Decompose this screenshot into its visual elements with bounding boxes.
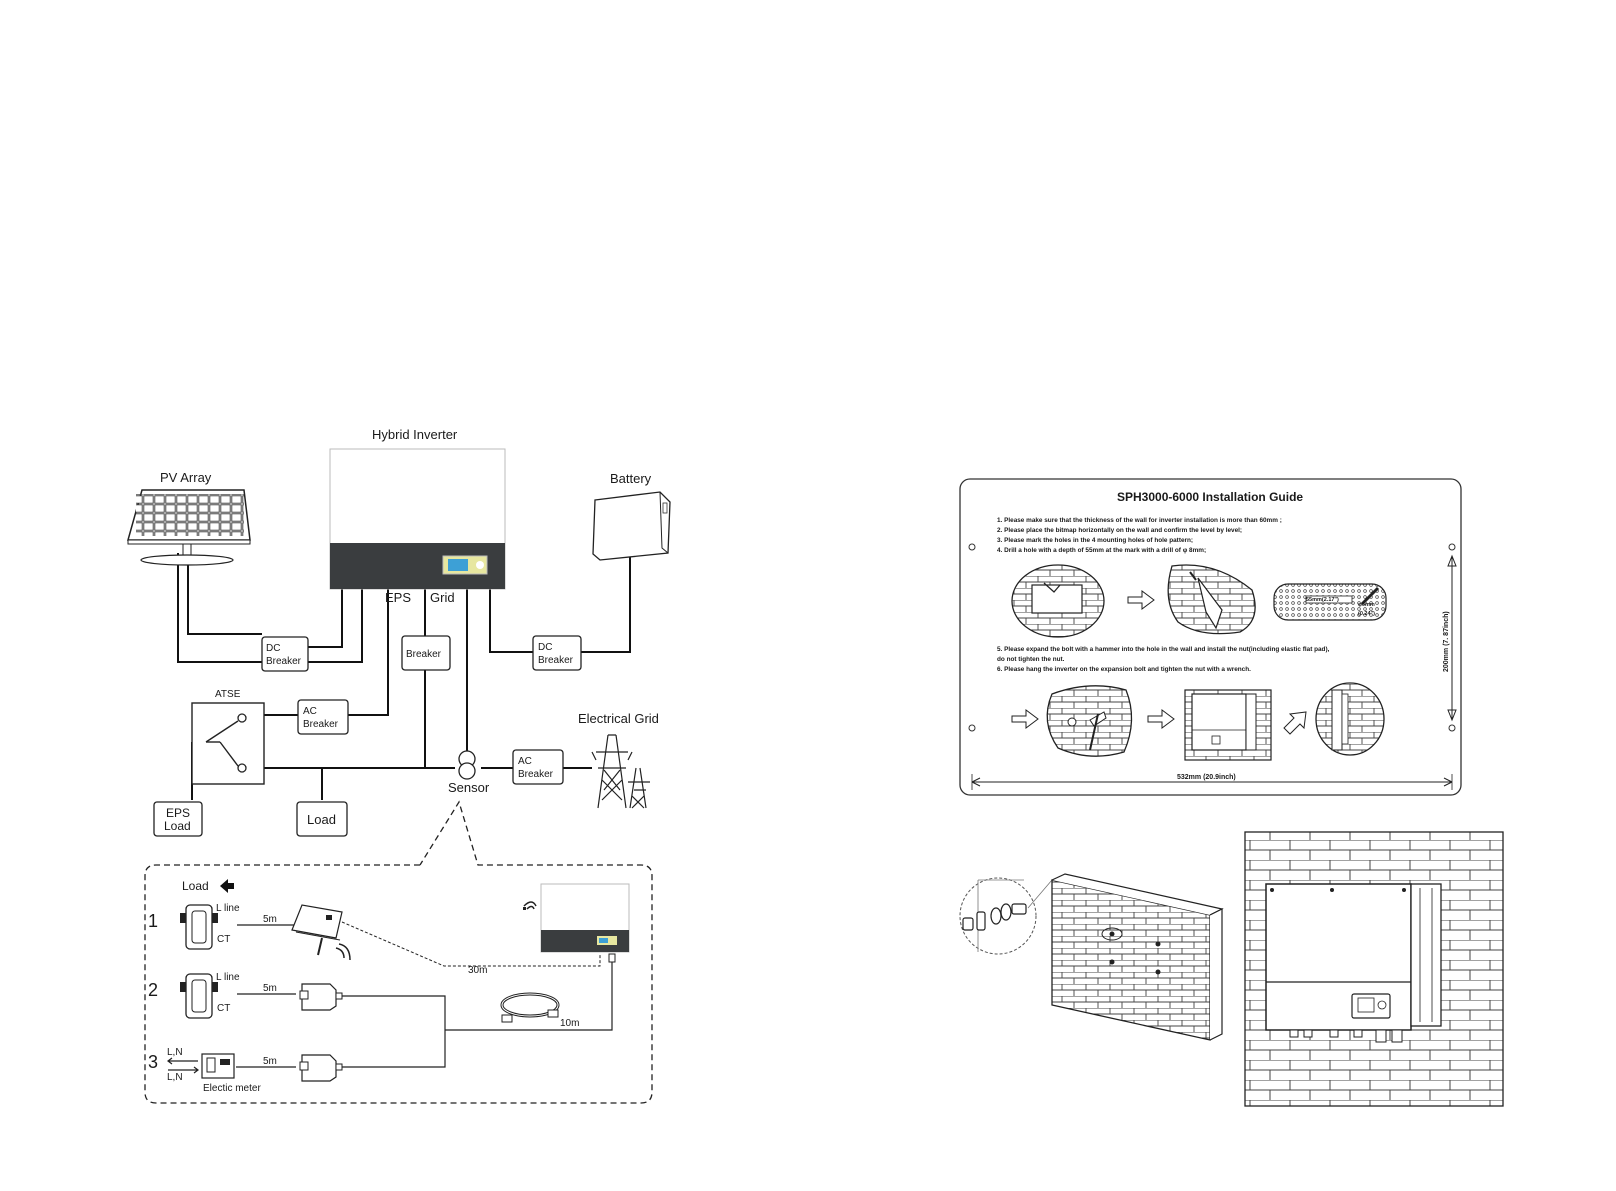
svg-text:Load: Load — [307, 812, 336, 827]
sensor-label: Sensor — [448, 780, 490, 795]
wireless-sensor-icon — [291, 904, 351, 961]
svg-text:CT: CT — [217, 1003, 230, 1014]
svg-text:AC: AC — [518, 756, 532, 767]
arrow-right-icon — [1147, 709, 1175, 729]
svg-text:EPS: EPS — [166, 806, 190, 820]
hybrid-inverter-label: Hybrid Inverter — [372, 427, 458, 442]
svg-text:200mm (7. 87inch): 200mm (7. 87inch) — [1443, 611, 1450, 672]
battery-icon — [592, 491, 671, 561]
svg-text:Electic meter: Electic meter — [203, 1083, 261, 1094]
step-drill-illustration — [1167, 564, 1256, 635]
svg-text:Breaker: Breaker — [406, 649, 442, 660]
svg-text:L,N: L,N — [167, 1047, 183, 1058]
svg-text:4. Drill a hole with a depth o: 4. Drill a hole with a depth of 55mm at … — [997, 547, 1206, 554]
svg-text:L,N: L,N — [167, 1072, 183, 1083]
sensor-detail-callout: Load 1 L line CT 5m 30m — [144, 800, 653, 1104]
svg-text:Breaker: Breaker — [538, 655, 574, 666]
step-hang-inverter-illustration — [1184, 689, 1272, 761]
grid-breaker: Breaker — [401, 635, 451, 671]
arrow-right-icon — [1011, 709, 1039, 729]
ac-breaker-eps: AC Breaker — [297, 699, 349, 735]
eps-port-label: EPS — [385, 590, 411, 605]
step-mark-holes-illustration — [1011, 564, 1105, 638]
mini-inverter-icon — [523, 883, 630, 963]
guide-title: SPH3000-6000 Installation Guide — [1117, 490, 1303, 504]
hybrid-inverter — [329, 448, 506, 590]
ct-clamp-2-icon — [180, 973, 218, 1019]
dc-breaker-right: DC Breaker — [532, 635, 582, 671]
ac-breaker-grid: AC Breaker — [512, 749, 564, 785]
eps-load-box: EPS Load — [153, 801, 203, 837]
svg-text:CT: CT — [217, 934, 230, 945]
svg-text:φ6mm: φ6mm — [1358, 602, 1375, 608]
wall-anchor-illustration — [959, 877, 1071, 955]
svg-text:DC: DC — [538, 642, 552, 653]
svg-text:5. Please expand the bolt with: 5. Please expand the bolt with a hammer … — [997, 646, 1330, 653]
svg-text:3. Please mark the holes in th: 3. Please mark the holes in the 4 mounti… — [997, 537, 1193, 544]
svg-text:L line: L line — [216, 903, 240, 914]
atse-label: ATSE — [215, 689, 241, 700]
pv-array-icon — [127, 489, 251, 566]
drilled-wall-illustration — [1051, 873, 1224, 1041]
ct-clamp-1-icon — [180, 904, 218, 950]
rs485-adapter-2-icon — [299, 983, 343, 1011]
arrow-left-icon — [220, 879, 234, 893]
height-dimension: 200mm (7. 87inch) — [1443, 554, 1457, 722]
network-cable-icon — [500, 992, 560, 1023]
mounting-holes — [968, 543, 1456, 732]
wires — [177, 542, 631, 800]
dc-breaker-left: DC Breaker — [261, 636, 309, 672]
svg-text:2. Please place the bitmap hor: 2. Please place the bitmap horizontally … — [997, 527, 1242, 534]
mounted-inverter-illustration — [1244, 831, 1504, 1107]
svg-text:55mm(2.17"): 55mm(2.17") — [1306, 597, 1339, 603]
svg-text:L line: L line — [216, 972, 240, 983]
system-wiring-diagram: Hybrid Inverter EPS Grid PV Array Batter… — [127, 427, 671, 837]
svg-text:(0.24"): (0.24") — [1358, 611, 1375, 617]
width-dimension: 532mm (20.9inch) — [971, 774, 1453, 790]
transmission-tower-icon — [591, 734, 650, 809]
installation-guide-template: SPH3000-6000 Installation Guide 1. Pleas… — [959, 478, 1462, 796]
svg-text:5m: 5m — [263, 983, 277, 994]
step-tighten-illustration — [1315, 682, 1385, 756]
sensor-icon — [458, 750, 476, 780]
battery-label: Battery — [610, 471, 652, 486]
svg-text:1. Please make sure that the t: 1. Please make sure that the thickness o… — [997, 517, 1282, 524]
svg-text:AC: AC — [303, 706, 317, 717]
svg-text:10m: 10m — [560, 1018, 579, 1029]
rs485-adapter-3-icon — [299, 1054, 343, 1082]
svg-text:Breaker: Breaker — [303, 719, 339, 730]
svg-text:30m: 30m — [468, 965, 487, 976]
option-1-number: 1 — [148, 911, 158, 931]
electrical-grid-label: Electrical Grid — [578, 711, 659, 726]
load-box: Load — [296, 801, 348, 837]
electric-meter-icon — [201, 1053, 235, 1079]
svg-text:5m: 5m — [263, 914, 277, 925]
svg-text:DC: DC — [266, 643, 280, 654]
svg-text:5m: 5m — [263, 1056, 277, 1067]
svg-text:Load: Load — [164, 819, 191, 833]
svg-text:Breaker: Breaker — [266, 656, 302, 667]
arrow-right-icon — [1127, 590, 1155, 610]
grid-port-label: Grid — [430, 590, 455, 605]
pv-array-label: PV Array — [160, 470, 212, 485]
svg-text:do not tighten the nut.: do not tighten the nut. — [997, 656, 1065, 663]
load-direction-label: Load — [182, 879, 209, 893]
step-drill-depth-illustration: 55mm(2.17") φ6mm (0.24") — [1273, 583, 1387, 621]
step-hammer-bolt-illustration — [1046, 685, 1133, 757]
arrow-up-right-icon — [1283, 711, 1307, 735]
svg-text:6. Please hang the inverter: 6. Please hang the inverter on the expan… — [997, 666, 1251, 673]
atse-switch — [191, 702, 265, 785]
svg-text:Breaker: Breaker — [518, 769, 554, 780]
option-2-number: 2 — [148, 980, 158, 1000]
svg-text:532mm (20.9inch): 532mm (20.9inch) — [1177, 774, 1236, 781]
option-3-number: 3 — [148, 1052, 158, 1072]
